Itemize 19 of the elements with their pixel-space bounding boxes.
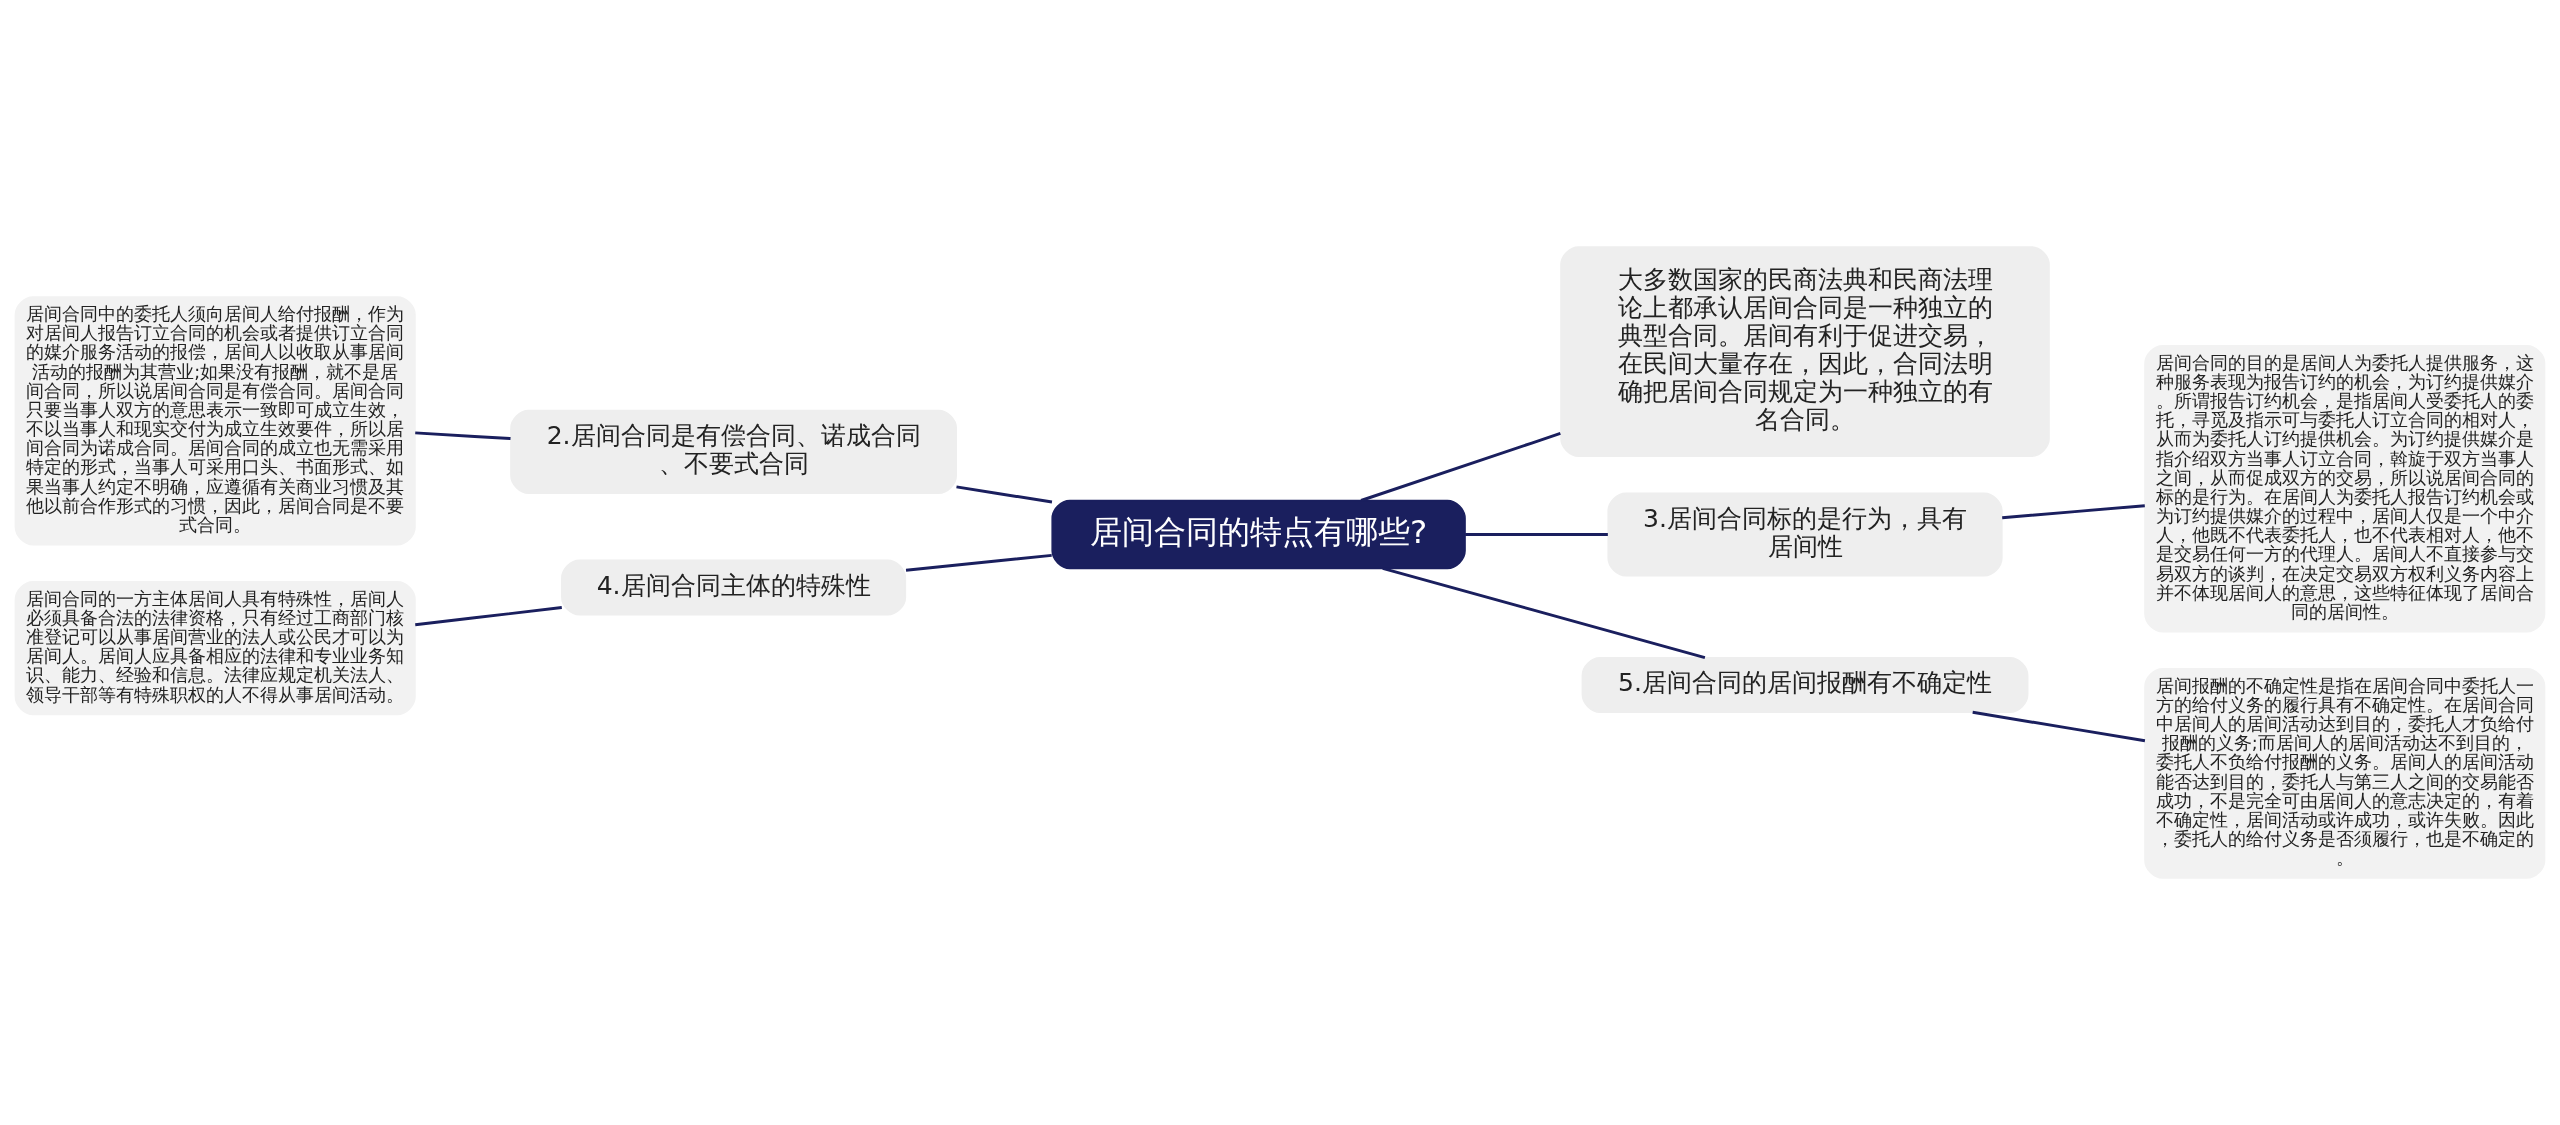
connector: [956, 485, 1053, 504]
node-box: 居间合同的目的是居间人为委托人提供服务，这种服务表现为报告订约的机会，为订约提供媒介。所谓报告订约机会，是指居间人受委托人的委托，寻觅及指示可与委托人订立合同的相对人，从而为委托人订约提供机会。为订约提供媒介是指介绍双方当事人订立合同，斡旋于双方当事人之间，从而促成双方的交易，所以说居间合同的标的是行为。在居间人为委托人报告订约机会或为订约提供媒介的过程中，居间人仅是一个中介人，他既不代表委托人，也不代表相对人，他不是交易任何一方的代理人。居间人不直接参与交易双方的谈判，在决定交易双方权利义务内容上并不体现居间人的意思，这些特征体现了居间合同的居间性。: [2144, 344, 2546, 633]
node-box: 大多数国家的民商法典和民商法理论上都承认居间合同是一种独立的典型合同。居间有利于促进交易，在民间大量存在，因此，合同法明确把居间合同规定为一种独立的有名合同。: [1560, 246, 2050, 458]
node-box: 5.居间合同的居间报酬有不确定性: [1581, 656, 2029, 713]
node-box: 2.居间合同是有偿合同、诺成合同、不要式合同: [510, 409, 958, 494]
node-box: 居间合同中的委托人须向居间人给付报酬，作为对居间人报告订立合同的机会或者提供订立合同的媒介服务活动的报偿，居间人以收取从事居间活动的报酬为其营业;如果没有报酬，就不是居间合同，所以说居间合同是有偿合同。居间合同只要当事人双方的意思表示一致即可成立生效，不以当事人和现实交付为成立生效要件，所以居间合同为诺成合同。居间合同的成立也无需采用特定的形式，当事人可采用口头、书面形式、如果当事人约定不明确，应遵循有关商业习惯及其他以前合作形式的习惯，因此，居间合同是不要式合同。: [14, 296, 416, 546]
node-box: 居间合同的特点有哪些?: [1051, 499, 1466, 570]
connector: [2002, 504, 2145, 520]
connector: [1972, 710, 2146, 743]
node-box: 3.居间合同标的是行为，具有居间性: [1607, 492, 2003, 577]
node-box: 4.居间合同主体的特殊性: [561, 559, 907, 616]
node-box: 居间合同的一方主体居间人具有特殊性，居间人必须具备合法的法律资格，只有经过工商部门核准登记可以从事居间营业的法人或公民才可以为居间人。居间人应具备相应的法律和专业业务知识、能力、经验和信息。法律应规定机关法人、领导干部等有特殊职权的人不得从事居间活动。: [14, 580, 416, 716]
node-box: 居间报酬的不确定性是指在居间合同中委托人一方的给付义务的履行具有不确定性。在居间合同中居间人的居间活动达到目的，委托人才负给付报酬的义务;而居间人的居间活动达不到目的，委托人不负给付报酬的义务。居间人的居间活动能否达到目的，委托人与第三人之间的交易能否成功，不是完全可由居间人的意志决定的，有着不确定性，居间活动或许成功，或许失败。因此，委托人的给付义务是否须履行，也是不确定的。: [2144, 667, 2546, 879]
connector: [1360, 432, 1561, 502]
connector: [905, 553, 1052, 572]
connector: [415, 431, 511, 441]
connector: [415, 606, 562, 627]
connector: [1465, 533, 1608, 536]
connector: [1382, 567, 1706, 660]
